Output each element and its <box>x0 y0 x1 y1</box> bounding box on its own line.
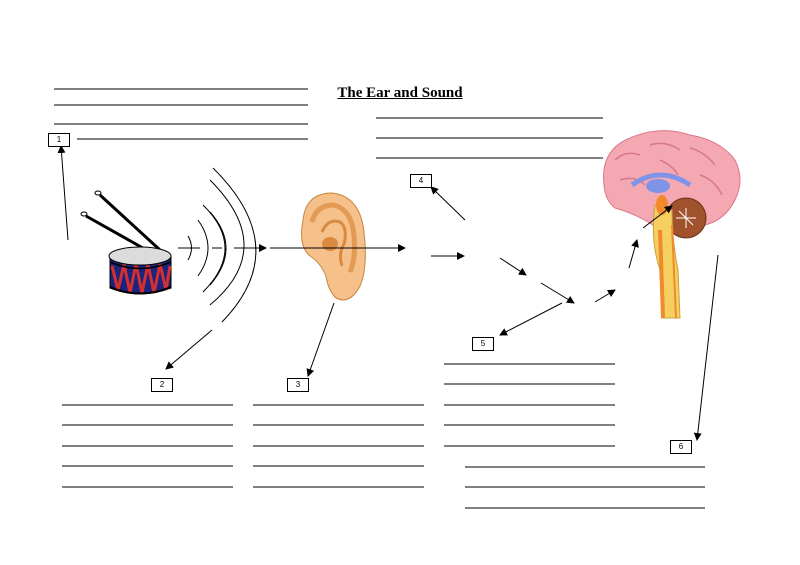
answer-lines-3 <box>253 404 424 488</box>
drum-icon <box>80 190 172 295</box>
label-box-4[interactable]: 4 <box>410 174 432 188</box>
answer-lines-4 <box>376 117 603 159</box>
label-pointer-arrows <box>57 145 719 441</box>
worksheet-title: The Ear and Sound <box>337 85 463 101</box>
ear-icon <box>301 192 366 301</box>
answer-lines-5 <box>444 363 615 447</box>
pathway-arrows <box>431 205 673 304</box>
label-box-1[interactable]: 1 <box>48 133 70 147</box>
sound-waves <box>187 167 257 323</box>
answer-lines-2 <box>62 404 233 488</box>
brain-icon <box>603 130 741 319</box>
label-box-3[interactable]: 3 <box>287 378 309 392</box>
label-box-2[interactable]: 2 <box>151 378 173 392</box>
answer-lines-6 <box>465 466 705 509</box>
answer-lines-1 <box>54 88 308 140</box>
label-box-6[interactable]: 6 <box>670 440 692 454</box>
label-box-5[interactable]: 5 <box>472 337 494 351</box>
